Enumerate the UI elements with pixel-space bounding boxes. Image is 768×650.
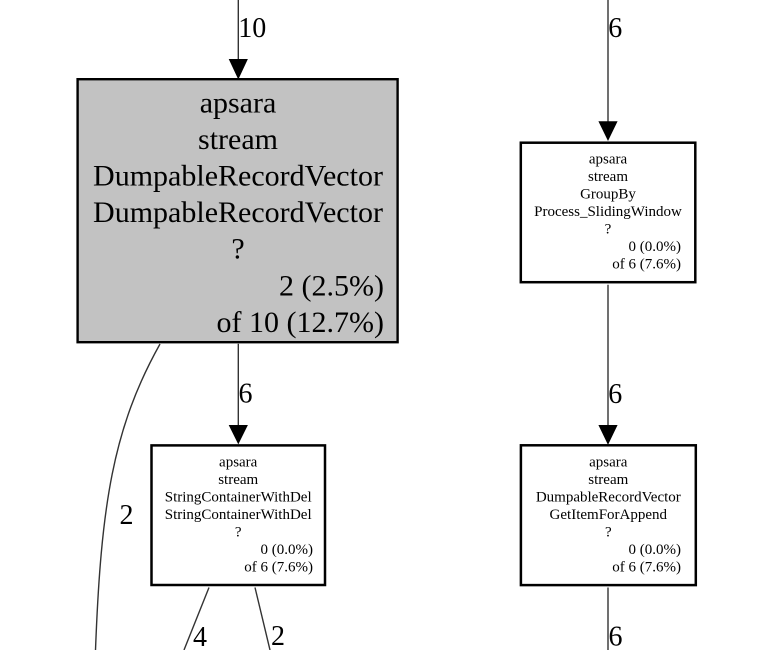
svg-text:Process_SlidingWindow: Process_SlidingWindow: [534, 204, 682, 220]
svg-text:6: 6: [239, 379, 253, 410]
svg-text:2 (2.5%): 2 (2.5%): [279, 269, 384, 302]
svg-text:DumpableRecordVector: DumpableRecordVector: [93, 160, 383, 193]
svg-text:6: 6: [609, 622, 623, 650]
svg-text:apsara: apsara: [200, 86, 277, 119]
svg-text:stream: stream: [198, 123, 278, 156]
svg-text:StringContainerWithDel: StringContainerWithDel: [165, 507, 312, 523]
svg-text:GetItemForAppend: GetItemForAppend: [550, 507, 668, 523]
svg-text:0 (0.0%): 0 (0.0%): [629, 239, 682, 255]
svg-text:6: 6: [608, 13, 622, 44]
svg-text:?: ?: [235, 524, 242, 540]
svg-text:stream: stream: [218, 472, 258, 488]
svg-text:4: 4: [193, 622, 207, 650]
svg-text:0 (0.0%): 0 (0.0%): [261, 542, 314, 558]
svg-text:apsara: apsara: [219, 454, 258, 470]
svg-text:of 10 (12.7%): of 10 (12.7%): [217, 306, 384, 339]
svg-text:2: 2: [120, 500, 134, 531]
svg-text:StringContainerWithDel: StringContainerWithDel: [165, 489, 312, 505]
svg-text:apsara: apsara: [589, 151, 628, 167]
svg-text:stream: stream: [588, 472, 628, 488]
svg-text:of 6 (7.6%): of 6 (7.6%): [612, 559, 681, 575]
svg-text:?: ?: [231, 233, 244, 266]
svg-text:DumpableRecordVector: DumpableRecordVector: [536, 489, 681, 505]
svg-text:6: 6: [608, 379, 622, 410]
svg-text:apsara: apsara: [589, 454, 628, 470]
svg-text:2: 2: [271, 621, 285, 650]
svg-text:stream: stream: [588, 169, 628, 185]
svg-text:of 6 (7.6%): of 6 (7.6%): [612, 256, 681, 272]
svg-text:10: 10: [238, 13, 266, 44]
svg-text:GroupBy: GroupBy: [580, 186, 636, 202]
svg-text:0 (0.0%): 0 (0.0%): [629, 542, 682, 558]
svg-text:of 6 (7.6%): of 6 (7.6%): [244, 559, 313, 575]
svg-text:?: ?: [605, 221, 612, 237]
svg-text:DumpableRecordVector: DumpableRecordVector: [93, 196, 383, 229]
svg-text:?: ?: [605, 524, 612, 540]
